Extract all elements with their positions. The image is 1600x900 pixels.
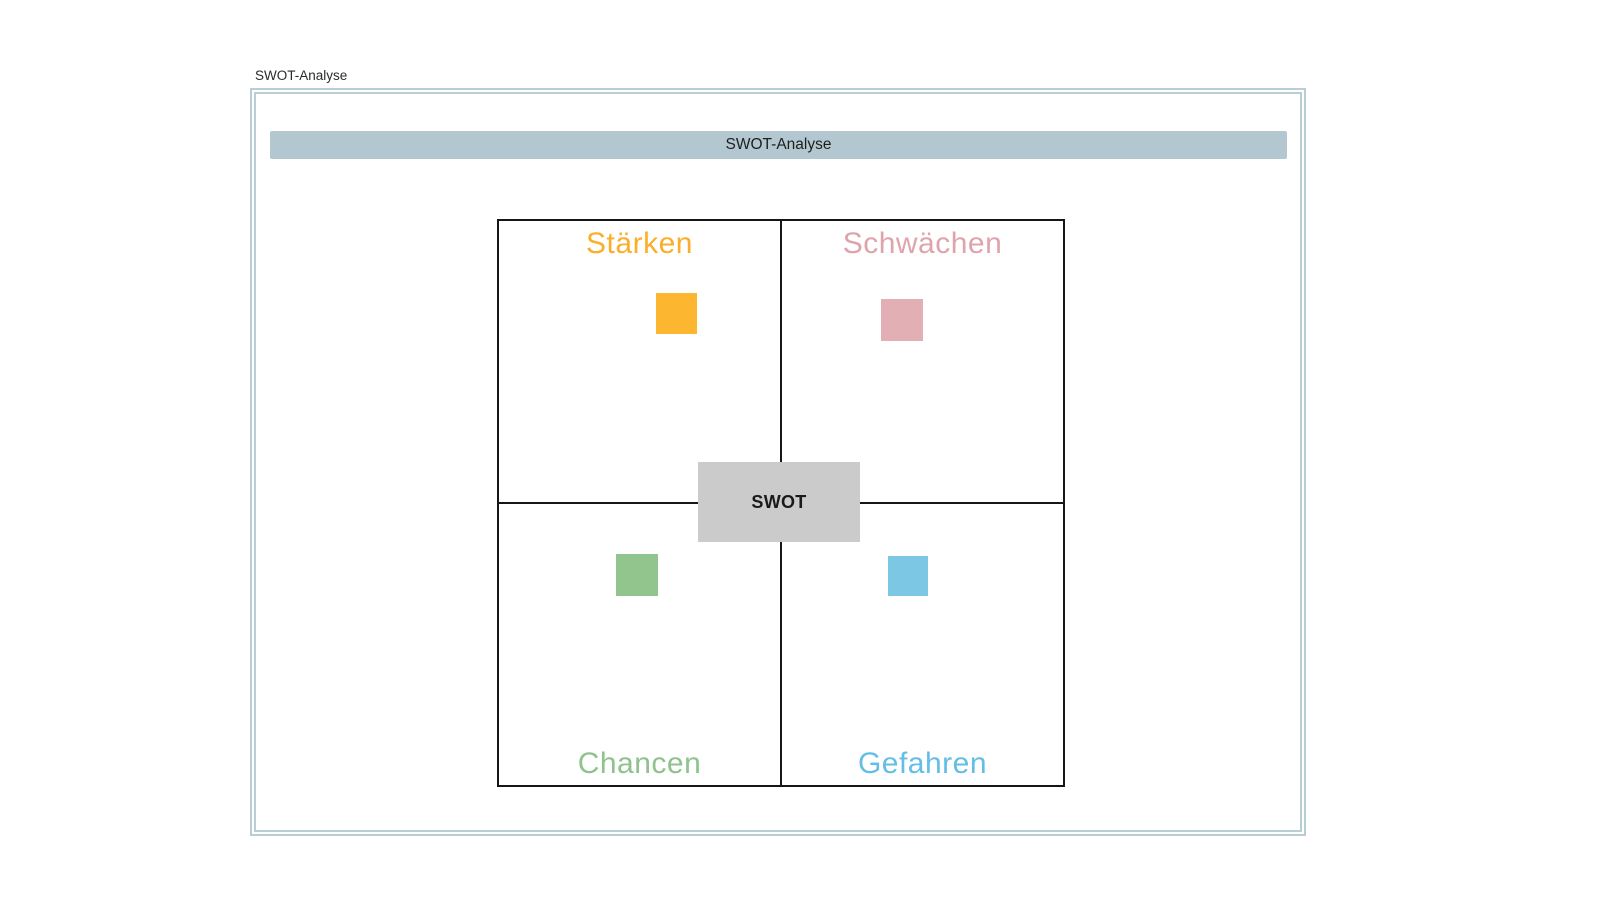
header-bar: SWOT-Analyse xyxy=(270,131,1287,159)
quadrant-label-staerken: Stärken xyxy=(586,227,693,260)
quadrant-schwaechen[interactable]: Schwächen xyxy=(782,221,1063,502)
quadrant-label-schwaechen: Schwächen xyxy=(842,227,1003,260)
quadrant-staerken[interactable]: Stärken xyxy=(499,221,780,502)
swot-frame xyxy=(250,88,1306,836)
quadrant-gefahren[interactable]: Gefahren xyxy=(782,504,1063,785)
swot-matrix: Stärken Schwächen Chancen Gefahren xyxy=(497,219,1065,787)
quadrant-label-chancen: Chancen xyxy=(577,747,702,780)
frame-caption: SWOT-Analyse xyxy=(255,68,348,83)
quadrant-chancen[interactable]: Chancen xyxy=(499,504,780,785)
marker-staerken[interactable] xyxy=(656,293,697,334)
header-title: SWOT-Analyse xyxy=(725,136,832,153)
marker-schwaechen[interactable] xyxy=(881,299,923,341)
swot-center-box[interactable]: SWOT xyxy=(698,462,860,542)
swot-center-label: SWOT xyxy=(751,491,807,512)
quadrant-label-gefahren: Gefahren xyxy=(857,747,988,780)
marker-gefahren[interactable] xyxy=(888,556,928,596)
marker-chancen[interactable] xyxy=(616,554,658,596)
